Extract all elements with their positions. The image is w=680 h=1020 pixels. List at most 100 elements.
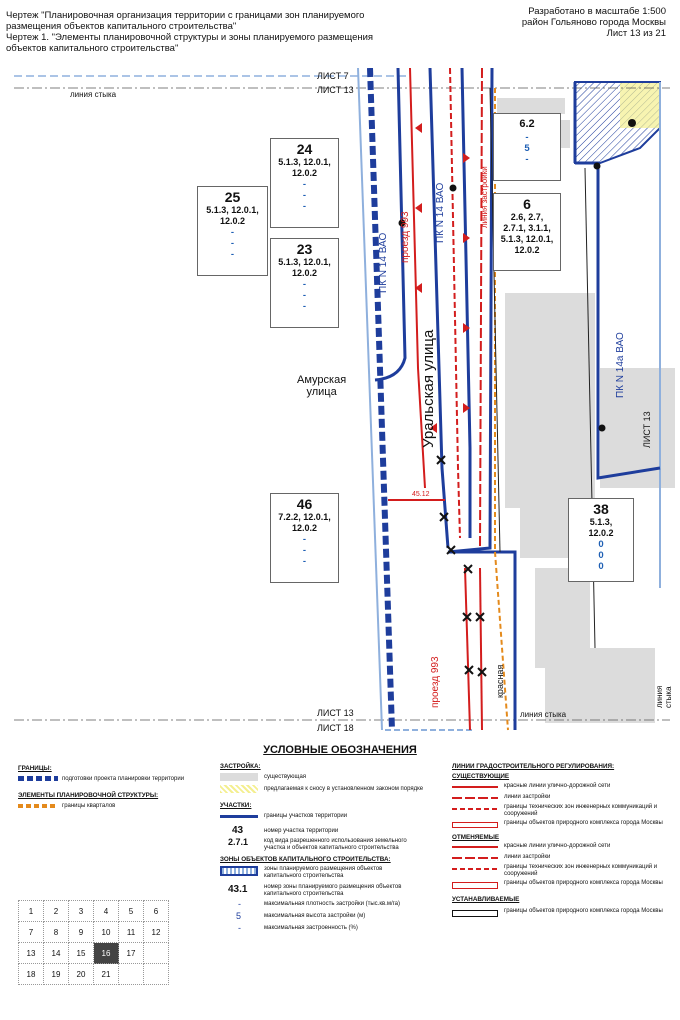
build-line-swatch	[452, 797, 498, 799]
pk14a-label: ПК N 14а ВАО	[615, 332, 626, 398]
parcel-codes: 12.0.2	[588, 528, 614, 538]
legend-tech-zones: границы технических зон инженерных комму…	[504, 804, 658, 817]
legend-project-boundary: подготовки проекта планировки территории	[62, 776, 185, 782]
legend-parcels-heading: УЧАСТКИ:	[220, 802, 252, 809]
parcel-codes: 12.0.2	[291, 523, 318, 533]
legend-cancelled-heading: ОТМЕНЯЕМЫЕ	[452, 834, 500, 841]
amur-street-line1: Амурская	[297, 374, 347, 386]
legend-red-lines-cancelled: красные линии улично-дорожной сети	[504, 843, 611, 849]
project-boundary	[367, 68, 395, 731]
existing-building-swatch	[220, 773, 258, 781]
red-lines	[388, 68, 483, 731]
legend-use-code: код вида разрешенного использования земе…	[264, 838, 407, 851]
amur-street-line2: улица	[306, 386, 337, 398]
parcel-number: 23	[296, 241, 313, 257]
red-line-label: красная	[495, 664, 505, 698]
parcel-codes: 12.0.2	[219, 216, 246, 226]
sheet-label-13-top: ЛИСТ 13	[317, 85, 354, 95]
legend-demolish: предлагаемая к сносу в установленном зак…	[264, 786, 424, 792]
parcel-number: 38	[593, 501, 609, 517]
ural-street-label: Уральская улица	[420, 329, 437, 448]
legend-quarters: границы кварталов	[62, 803, 116, 809]
legend-build-lines: линии застройки	[504, 794, 551, 800]
red-line-swatch	[452, 786, 498, 788]
title-line-4: объектов капитального строительства"	[6, 43, 179, 54]
legend-density: максимальная плотность застройки (тыс.кв…	[264, 901, 401, 907]
legend-tech-zones-cancelled: границы технических зон инженерных комму…	[504, 864, 658, 877]
legend-nature: границы объектов природного комплекса го…	[504, 820, 663, 826]
tech-zone-cancel-swatch	[452, 868, 498, 870]
passage-label-bottom: проезд 993	[430, 656, 441, 708]
parcel-percent: -	[302, 301, 307, 312]
zone-number-example: 43.1	[228, 884, 248, 895]
title-line-3: Чертеж 1. "Элементы планировочной структ…	[6, 32, 374, 43]
parcel-density: -	[302, 534, 307, 545]
parcel-codes: 7.2.2, 12.0.1,	[278, 512, 331, 522]
height-example: 5	[236, 911, 242, 921]
parcel-codes: 12.0.2	[291, 168, 318, 178]
parcel-24[interactable]: 24 5.1.3, 12.0.1, 12.0.2 - - -	[270, 138, 339, 228]
map-area: ЛИСТ 7 ЛИСТ 13 линия стыка ЛИСТ 13 ЛИСТ …	[0, 68, 680, 736]
joint-label-right: линия стыка	[655, 685, 673, 708]
legend-build-lines-cancelled: линии застройки	[504, 854, 551, 860]
legend-red-lines: красные линии улично-дорожной сети	[504, 783, 611, 789]
parcel-38[interactable]: 38 5.1.3, 12.0.2 0 0 0	[568, 498, 634, 582]
tech-zone-swatch	[452, 808, 498, 810]
red-line-cancel-swatch	[452, 846, 498, 848]
legend-title: УСЛОВНЫЕ ОБОЗНАЧЕНИЯ	[263, 744, 417, 756]
parcel-density: -	[230, 227, 235, 238]
legend-buildings-heading: ЗАСТРОЙКА:	[220, 763, 261, 770]
pk14-label-2: ПК N 14 ВАО	[435, 182, 446, 243]
sheet-label-18: ЛИСТ 18	[317, 723, 354, 733]
sheet-number: Лист 13 из 21	[606, 28, 666, 39]
legend-existing: существующая	[264, 774, 307, 780]
legend-percent: максимальная застроенность (%)	[264, 925, 358, 931]
legend-zone-number: номер зоны планируемого размещения объек…	[264, 884, 402, 897]
parcel-number-example: 43	[232, 825, 244, 836]
parcel-density: -	[302, 179, 307, 190]
parcel-number: 46	[296, 496, 313, 512]
parcel-number: 25	[224, 189, 241, 205]
parcel-46[interactable]: 46 7.2.2, 12.0.1, 12.0.2 - - -	[270, 493, 339, 583]
pk14-label-1: ПК N 14 ВАО	[378, 232, 389, 293]
quarter-boundary-swatch	[18, 804, 58, 808]
legend-parcel-number: номер участка территории	[264, 828, 339, 834]
district-text: район Гольяново города Москвы	[521, 17, 666, 28]
passage-label-top: проезд 993	[400, 211, 411, 263]
parcel-percent: -	[302, 556, 307, 567]
parcel-codes: 2.6, 2.7,	[510, 212, 544, 222]
demolish-swatch	[220, 785, 258, 793]
legend-parcel-bounds: границы участков территории	[264, 813, 348, 819]
building-line-label: линия застройки	[480, 166, 489, 228]
parcel-height: -	[302, 290, 307, 301]
legend-established-heading: УСТАНАВЛИВАЕМЫЕ	[452, 896, 520, 903]
sheet-label-top: ЛИСТ 7	[317, 71, 349, 81]
parcel-boundaries	[374, 68, 661, 730]
parcel-codes: 12.0.2	[291, 268, 318, 278]
parcel-codes: 5.1.3, 12.0.1,	[206, 205, 259, 215]
parcel-6[interactable]: 6 2.6, 2.7, 2.7.1, 3.1.1, 5.1.3, 12.0.1,…	[493, 193, 561, 271]
parcel-25[interactable]: 25 5.1.3, 12.0.1, 12.0.2 - - -	[197, 186, 268, 276]
parcel-codes: 12.0.2	[514, 245, 540, 255]
parcel-6-2[interactable]: 6.2 - 5 -	[493, 113, 561, 181]
title-line-1: Чертеж "Планировочная организация террит…	[6, 10, 365, 21]
parcel-codes: 5.1.3,	[589, 517, 613, 527]
joint-label-top: линия стыка	[70, 90, 117, 99]
density-example: -	[238, 899, 241, 909]
parcel-height: -	[302, 545, 307, 556]
parcel-number: 6	[523, 196, 531, 212]
zone-swatch	[220, 866, 258, 876]
parcel-codes: 5.1.3, 12.0.1,	[278, 157, 331, 167]
title-line-2: размещения объектов капитального строите…	[6, 21, 237, 32]
parcel-height: -	[302, 190, 307, 201]
use-code-example: 2.7.1	[228, 837, 249, 847]
drawing-title: Чертеж "Планировочная организация террит…	[6, 10, 466, 54]
parcel-percent: -	[230, 249, 235, 260]
parcel-density: 0	[598, 539, 604, 550]
parcel-23[interactable]: 23 5.1.3, 12.0.1, 12.0.2 - - -	[270, 238, 339, 328]
parcel-codes: 2.7.1, 3.1.1,	[503, 223, 551, 233]
parcel-height: 5	[524, 143, 530, 154]
parcel-number: 6.2	[519, 118, 535, 130]
project-boundary-swatch	[18, 776, 58, 781]
